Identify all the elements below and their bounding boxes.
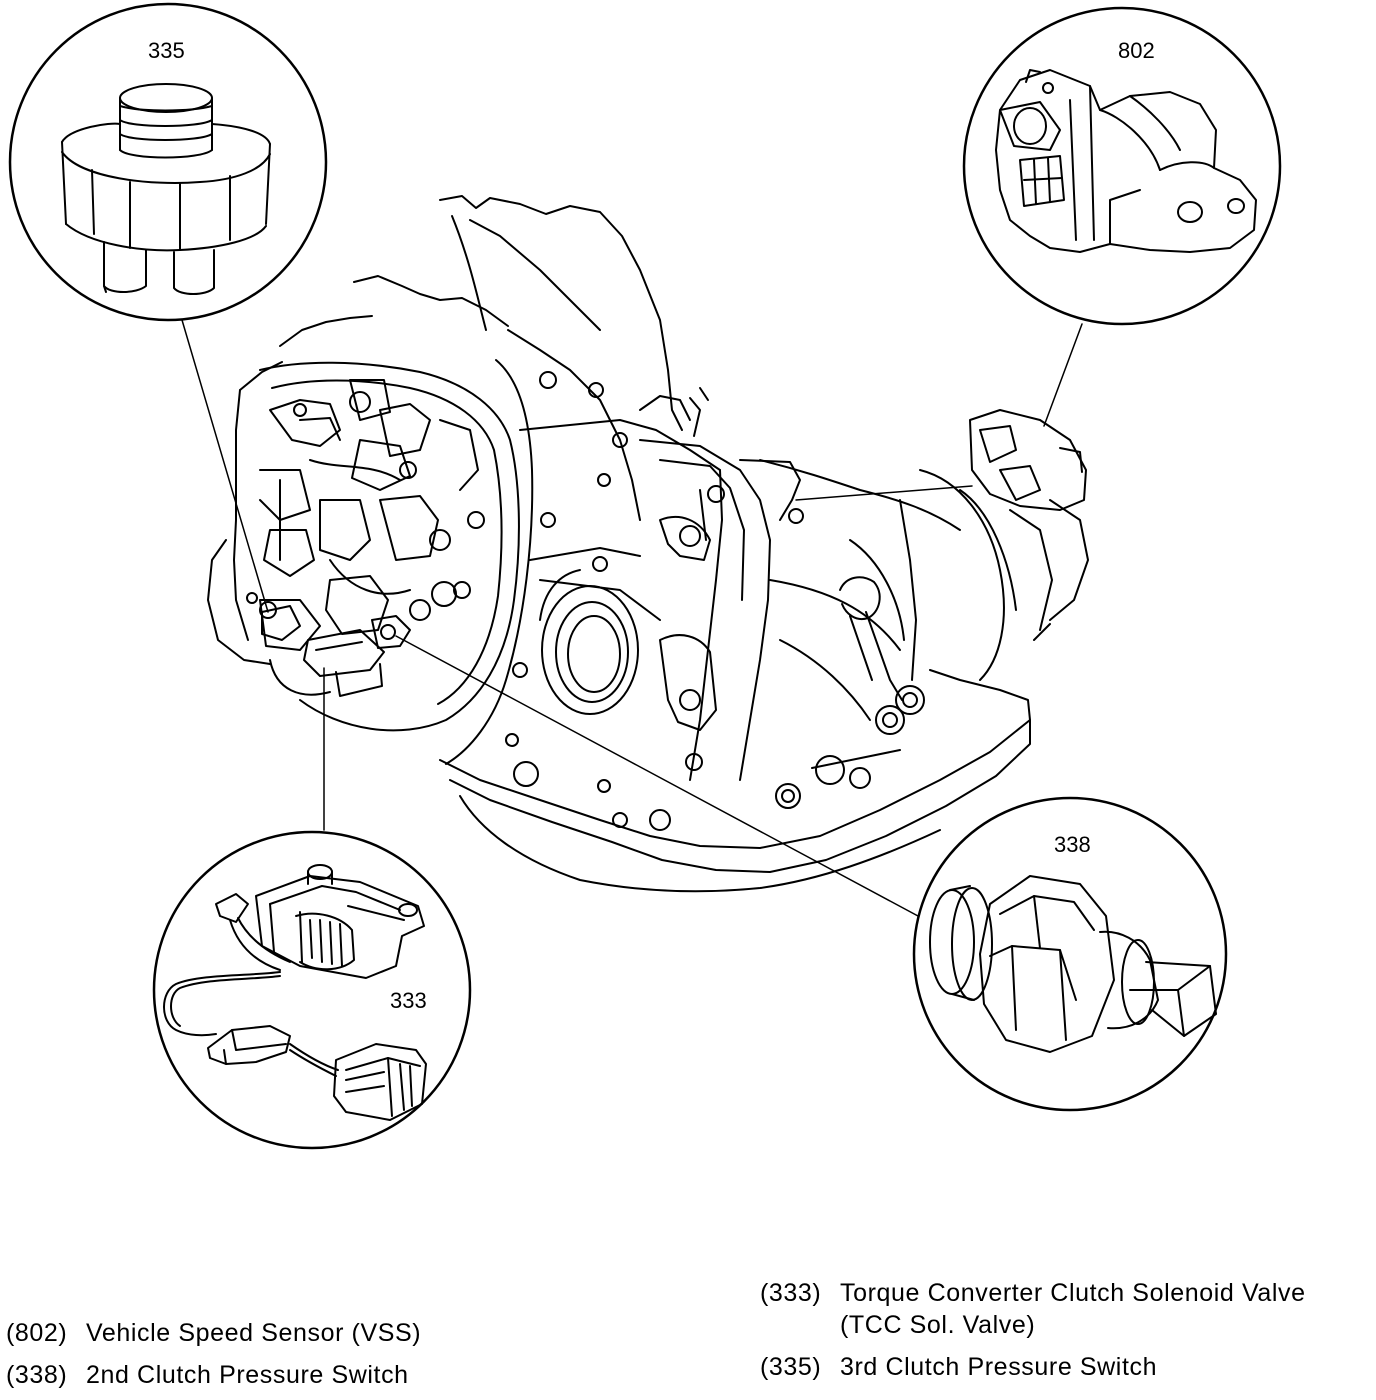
callout-335 (8, 2, 328, 322)
callout-338 (912, 796, 1228, 1112)
callout-label-333: 333 (390, 988, 427, 1013)
legend-label: 2nd Clutch Pressure Switch (86, 1361, 409, 1389)
transmission-assembly (207, 195, 1089, 893)
legend-code: (802) (6, 1319, 68, 1347)
callout-label-335: 335 (148, 38, 185, 63)
leader-lines (181, 319, 1083, 917)
legend-item-338: (338) 2nd Clutch Pressure Switch (6, 1360, 409, 1390)
legend-item-802: (802) Vehicle Speed Sensor (VSS) (6, 1318, 421, 1348)
legend-code: (338) (6, 1361, 68, 1389)
legend-item-335: (335) 3rd Clutch Pressure Switch (760, 1352, 1157, 1382)
legend-code: (335) (760, 1353, 822, 1381)
legend-label: Torque Converter Clutch Solenoid Valve (840, 1279, 1306, 1307)
legend-label: Vehicle Speed Sensor (VSS) (86, 1319, 422, 1347)
legend-label: 3rd Clutch Pressure Switch (840, 1353, 1158, 1381)
legend-item-333-continuation: (TCC Sol. Valve) (840, 1311, 1036, 1339)
legend-item-333: (333) Torque Converter Clutch Solenoid Va… (760, 1278, 1306, 1308)
callout-333 (152, 830, 472, 1150)
callout-label-338: 338 (1054, 832, 1091, 857)
callout-label-802: 802 (1118, 38, 1155, 63)
callout-802 (962, 6, 1282, 326)
legend-code: (333) (760, 1279, 822, 1307)
